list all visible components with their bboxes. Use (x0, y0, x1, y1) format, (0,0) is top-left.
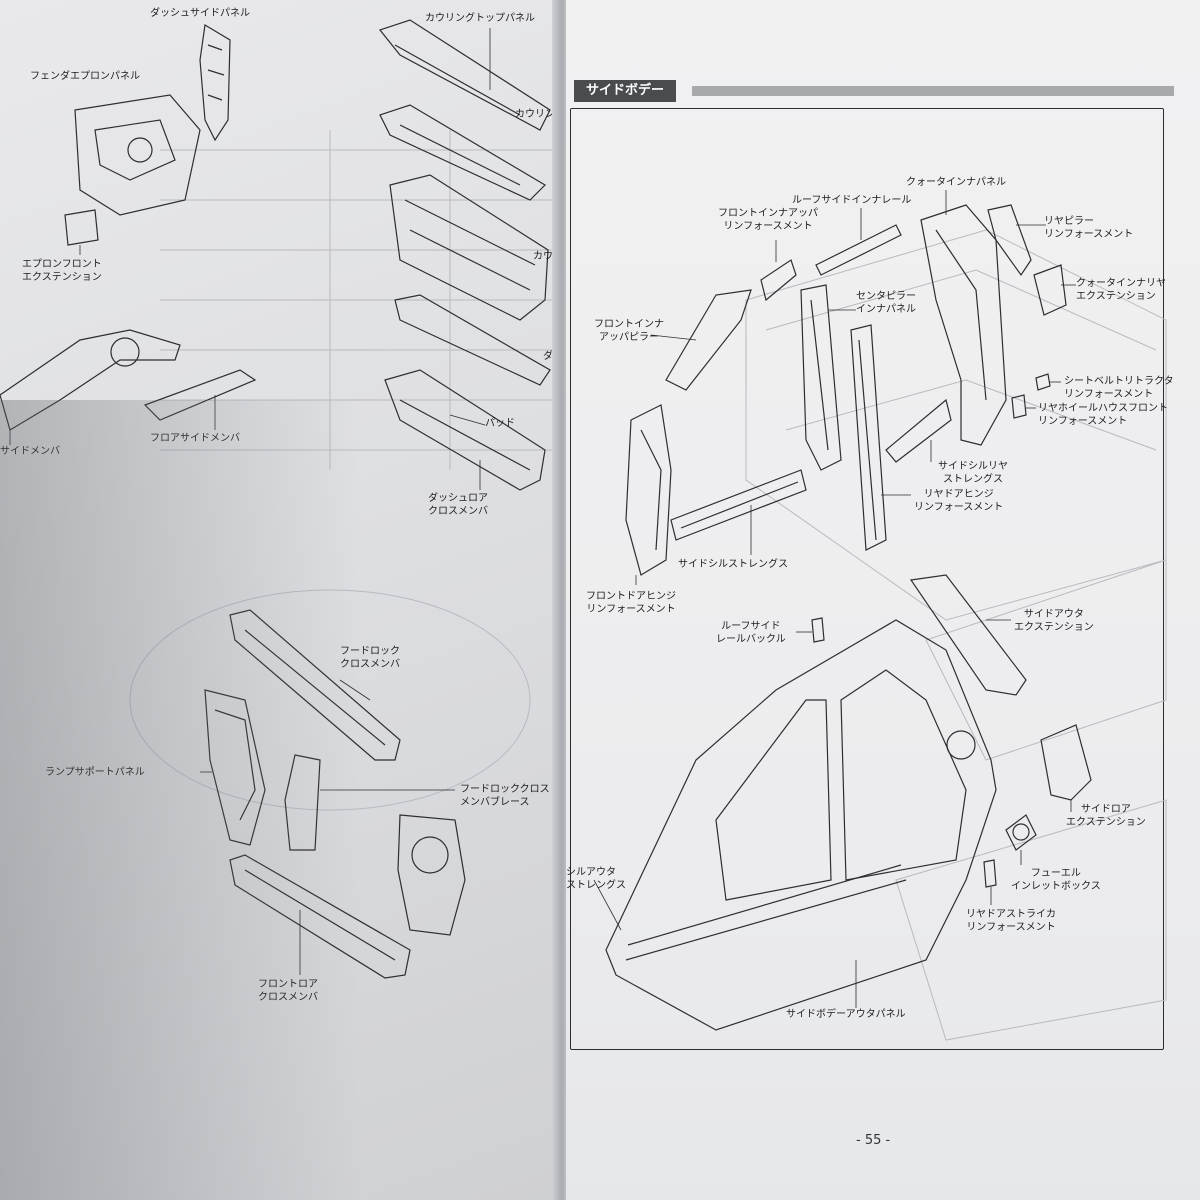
side-body-outer-panel-drawing (593, 619, 997, 1031)
roof-side-inner-rail-drawing (815, 208, 902, 276)
label-side-outer-extension: サイドアウタ エクステンション (1014, 609, 1094, 633)
left-page: ダッシュサイドパネル フェンダエプロンパネル エプロンフロント エクステンション… (0, 0, 560, 1200)
right-page-drawings (593, 190, 1167, 1041)
section-title: サイドボデー (574, 80, 677, 102)
lamp-support-panel-drawing (200, 689, 266, 846)
label-rear-door-striker-reinforcement: リヤドアストライカ リンフォースメント (966, 909, 1056, 933)
label-center-pillar-inner-panel: センタピラー インナパネル (856, 291, 916, 315)
label-sill-outer-strengths: シルアウタ ストレングス (566, 867, 626, 891)
rear-door-hinge-pillar-drawing (850, 324, 911, 551)
front-inner-upper-pillar-drawing (650, 289, 752, 391)
front-inner-upper-reinforcement-drawing (760, 240, 797, 302)
label-side-lower-extension: サイドロア エクステンション (1066, 804, 1146, 828)
page-number: - 55 - (856, 1133, 891, 1148)
label-lamp-support-panel: ランプサポートパネル (45, 767, 145, 778)
label-cowling-partial-2: カウリ (533, 251, 560, 262)
section-header: サイドボデー (574, 80, 1174, 102)
label-hood-lock-cross-member: フードロック クロスメンバ (340, 646, 400, 670)
label-side-body-outer-panel: サイドボデーアウタパネル (786, 1009, 906, 1020)
label-front-inner-upper-pillar: フロントインナ アッパピラー (594, 319, 664, 343)
label-rear-pillar-reinforcement: リヤピラー リンフォースメント (1044, 216, 1134, 240)
hood-lock-cross-member-drawing (229, 609, 401, 761)
rear-door-striker-reinforcement-drawing (983, 859, 997, 905)
label-rear-wheel-house-front-reinforcement: リヤホイールハウスフロント リンフォースメント (1038, 403, 1168, 427)
side-lower-extension-drawing (1040, 724, 1092, 812)
label-cowling-partial-1: カウリングフ (515, 109, 560, 120)
rear-pillar-reinforcement-drawing (987, 204, 1046, 277)
label-side-sill-rear-strengths: サイドシルリヤ ストレングス (938, 461, 1008, 485)
center-pillar-inner-panel-drawing (800, 284, 856, 471)
label-roof-side-inner-rail: ルーフサイドインナレール (792, 195, 912, 206)
label-front-lower-cross-member: フロントロア クロスメンバ (258, 979, 318, 1003)
quarter-inner-panel-drawing (920, 190, 1007, 446)
dash-panel-drawing (394, 294, 551, 386)
label-apron-front-extension: エプロンフロント エクステンション (22, 259, 102, 283)
bleed-through-table (129, 130, 560, 811)
label-fuel-inlet-box: フューエル インレットボックス (1011, 868, 1101, 892)
section-header-stripe (692, 86, 1174, 96)
label-front-inner-upper-reinforcement: フロントインナアッパ リンフォースメント (718, 208, 818, 232)
fender-apron-panel-drawing (74, 94, 201, 216)
front-door-hinge-reinforcement-drawing (625, 404, 672, 585)
side-outer-extension-drawing (909, 574, 1027, 696)
side-sill-rear-strengths-drawing (885, 398, 952, 463)
cowling-top-panel-drawing (378, 19, 551, 131)
label-pad: パッド (485, 418, 515, 429)
label-dash-side-panel: ダッシュサイドパネル (150, 8, 250, 19)
background-chassis (745, 229, 1167, 1041)
quarter-inner-rear-extension-drawing (1033, 264, 1076, 316)
seatbelt-retractor-reinforcement-drawing (1035, 373, 1061, 391)
label-dash-partial: ダ (543, 351, 553, 362)
cowling-drawing-3 (389, 174, 549, 321)
label-quarter-inner-rear-extension: クォータインナリヤ エクステンション (1076, 278, 1166, 302)
right-page: サイドボデー (566, 0, 1200, 1200)
label-dash-lower-cross-member: ダッシュロア クロスメンバ (428, 493, 488, 517)
label-roof-side-rail-buckle: ルーフサイド レールバックル (716, 621, 786, 645)
label-fender-apron-panel: フェンダエプロンパネル (30, 71, 140, 82)
label-seatbelt-retractor-reinforcement: シートベルトリトラクタ リンフォースメント (1064, 376, 1174, 400)
label-side-sill-strengths: サイドシルストレングス (678, 559, 788, 570)
label-hood-lock-cross-member-brace: フードロッククロス メンバブレース (460, 784, 550, 808)
dash-side-panel-drawing (199, 24, 231, 142)
front-lower-cross-member-drawing (229, 854, 411, 979)
floor-side-member-drawing (143, 369, 257, 430)
roof-side-rail-buckle-drawing (796, 617, 825, 643)
rear-wheelhouse-front-reinforcement-drawing (1011, 394, 1036, 419)
side-sill-strengths-drawing (670, 469, 807, 555)
label-cowling-top-panel: カウリングトップパネル (425, 13, 535, 24)
cowling-drawing-2 (379, 104, 546, 201)
label-front-door-hinge-reinforcement: フロントドアヒンジ リンフォースメント (586, 591, 676, 615)
apron-front-extension-drawing (64, 209, 99, 255)
dash-lower-cross-member-drawing (384, 369, 546, 491)
label-rear-door-hinge-reinforcement: リヤドアヒンジ リンフォースメント (914, 489, 1004, 513)
side-member-drawing (0, 329, 181, 445)
radiator-side-drawing (397, 814, 466, 936)
label-quarter-inner-panel: クォータインナパネル (906, 177, 1006, 188)
left-page-drawings (0, 19, 560, 979)
hood-lock-brace-drawing (284, 754, 455, 851)
fuel-inlet-box-drawing (1005, 814, 1037, 865)
diagram-frame (570, 108, 1164, 1050)
label-side-member: サイドメンバ (0, 446, 60, 457)
label-floor-side-member: フロアサイドメンバ (150, 433, 240, 444)
